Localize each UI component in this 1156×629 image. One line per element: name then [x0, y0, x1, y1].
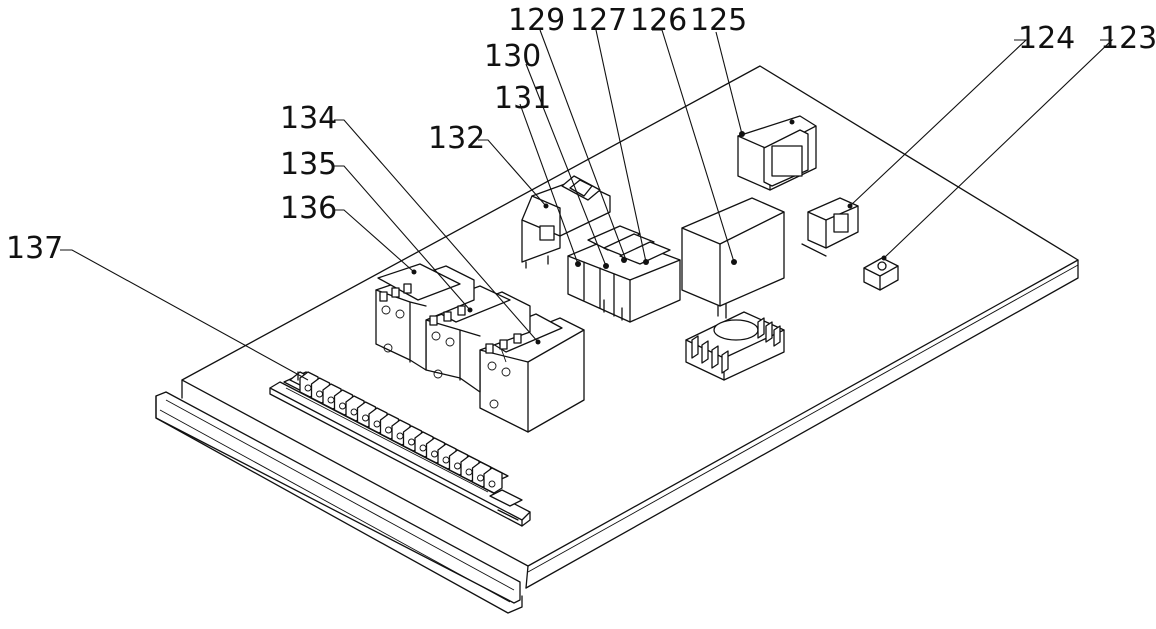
socket-fin	[765, 321, 773, 343]
contactor-group	[375, 263, 585, 433]
terminal-block	[483, 467, 503, 494]
base-plate	[181, 65, 1079, 589]
label-137: 137	[6, 231, 63, 266]
socket-fin	[757, 317, 765, 339]
label-127: 127	[570, 3, 627, 38]
socket-fin	[721, 350, 729, 374]
label-126: 126	[630, 3, 687, 38]
socket-fin	[701, 340, 709, 364]
screw-head	[431, 331, 441, 341]
front-channel	[155, 391, 523, 614]
screw-head	[395, 309, 405, 319]
relay-socket	[685, 311, 785, 381]
terminal-hole	[485, 343, 494, 354]
device-132	[521, 175, 611, 269]
terminal-hole	[443, 311, 452, 322]
terminal-hole	[403, 283, 412, 294]
terminal-123	[863, 255, 899, 291]
screw-head	[489, 399, 499, 409]
terminal-strip	[269, 371, 531, 527]
labels: 123 124 125 126 127 129 130 131 132 134 …	[6, 3, 1156, 266]
transformer-124	[801, 197, 859, 257]
screw-head	[487, 361, 497, 371]
terminal-hole	[499, 339, 508, 350]
relay-126	[681, 197, 785, 319]
screw-head	[445, 337, 455, 347]
label-131: 131	[494, 81, 551, 116]
terminal-hole	[429, 315, 438, 326]
transformer-125	[737, 115, 817, 191]
screw-head	[383, 343, 393, 353]
screw-head	[501, 367, 511, 377]
leader-lines	[60, 29, 1114, 381]
label-134: 134	[280, 101, 337, 136]
socket-fin	[691, 335, 699, 359]
terminal-hole	[379, 291, 388, 302]
screw-head	[381, 305, 391, 315]
label-124: 124	[1018, 21, 1075, 56]
terminal-hole	[457, 305, 466, 316]
socket-fin	[711, 345, 719, 369]
label-123: 123	[1100, 21, 1156, 56]
label-125: 125	[690, 3, 747, 38]
terminal-hole	[391, 287, 400, 298]
screw-head	[433, 369, 443, 379]
label-136: 136	[280, 191, 337, 226]
terminal-hole	[513, 333, 522, 344]
label-129: 129	[508, 3, 565, 38]
socket-fin	[773, 325, 781, 347]
label-135: 135	[280, 147, 337, 182]
label-130: 130	[484, 39, 541, 74]
label-132: 132	[428, 121, 485, 156]
